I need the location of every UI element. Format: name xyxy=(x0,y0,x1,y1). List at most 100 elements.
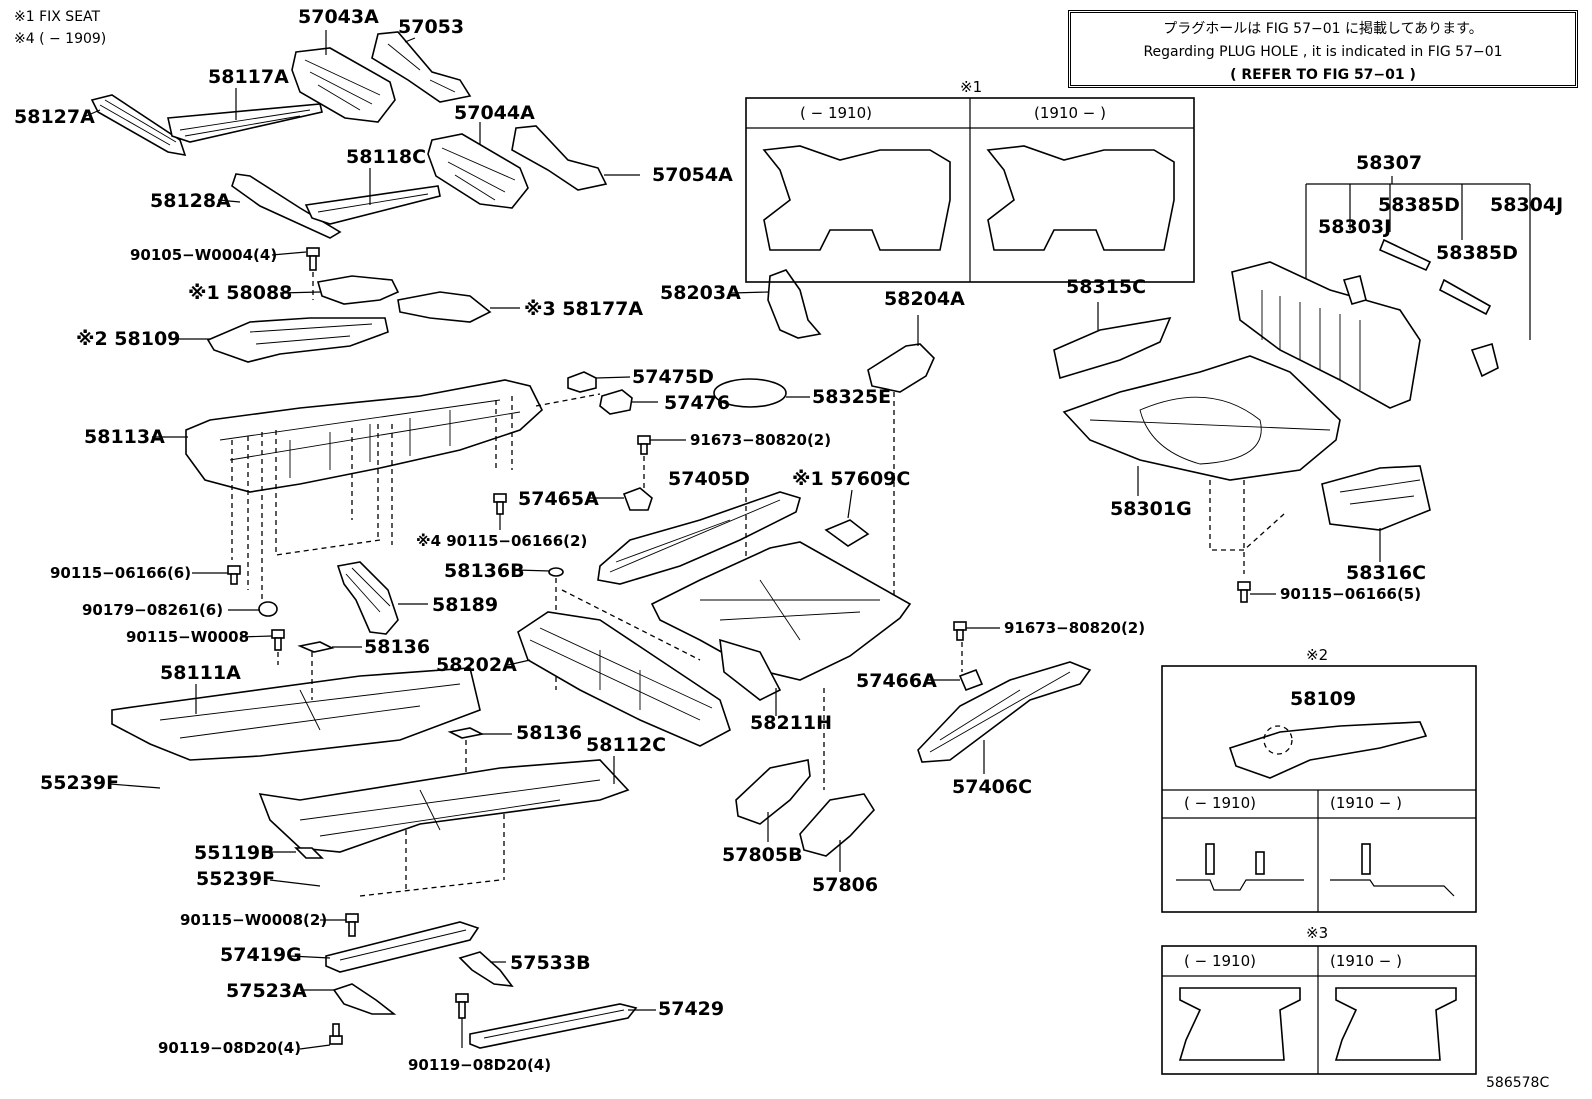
part-label[interactable]: 57806 xyxy=(812,874,879,896)
part-label[interactable]: 57429 xyxy=(658,998,725,1020)
part-58088-drawing xyxy=(316,275,400,305)
part-label[interactable]: 58112C xyxy=(586,734,667,756)
inset3-marker: ※3 xyxy=(1306,924,1329,942)
part-label[interactable]: 55119B xyxy=(194,842,275,864)
part-57405D-drawing xyxy=(597,491,801,585)
part-58385D-b-drawing xyxy=(1438,278,1492,316)
part-label[interactable]: 57523A xyxy=(226,980,307,1002)
bolt-90105-drawing xyxy=(306,247,320,271)
part-58109-drawing xyxy=(206,317,389,363)
part-label[interactable]: 58136 xyxy=(364,636,431,658)
part-58112C-drawing xyxy=(258,759,630,853)
part-label[interactable]: 58136B xyxy=(444,560,525,582)
inset2-left-range: ( − 1910) xyxy=(1184,794,1256,812)
part-label[interactable]: 57053 xyxy=(398,16,465,38)
part-57054A-drawing xyxy=(511,125,608,191)
part-label[interactable]: 57054A xyxy=(652,164,733,186)
part-label[interactable]: 90119−08D20(4) xyxy=(158,1039,302,1057)
part-label[interactable]: 58127A xyxy=(14,106,95,128)
part-label[interactable]: 57476 xyxy=(664,392,731,414)
part-58316C-drawing xyxy=(1321,465,1431,531)
part-label[interactable]: 58136 xyxy=(516,722,583,744)
part-label[interactable]: 58111A xyxy=(160,662,241,684)
part-label[interactable]: ※4 90115−06166(2) xyxy=(416,532,588,550)
part-label[interactable]: 90115−W0008 xyxy=(126,628,250,646)
part-label[interactable]: 90179−08261(6) xyxy=(82,601,224,619)
part-label[interactable]: 58211H xyxy=(750,712,833,734)
part-label[interactable]: 55239F xyxy=(40,772,120,794)
part-57465A-drawing xyxy=(622,487,653,511)
part-label[interactable]: 57465A xyxy=(518,488,599,510)
part-label[interactable]: 57419G xyxy=(220,944,302,966)
part-58189-drawing xyxy=(336,561,399,635)
part-57523A-drawing xyxy=(332,983,397,1015)
part-58177A-drawing xyxy=(397,291,492,323)
part-label[interactable]: 90115−W0008(2) xyxy=(180,911,328,929)
part-57806-drawing xyxy=(799,793,876,857)
part-label[interactable]: 58202A xyxy=(436,654,517,676)
part-55119B-drawing xyxy=(294,847,324,859)
inset2-marker: ※2 xyxy=(1306,646,1329,664)
part-label[interactable]: 90115−06166(5) xyxy=(1280,585,1422,603)
part-label[interactable]: 58117A xyxy=(208,66,289,88)
part-58385D-a-drawing xyxy=(1378,238,1432,272)
part-label[interactable]: 57044A xyxy=(454,102,535,124)
part-57609C-drawing xyxy=(824,519,870,547)
part-label[interactable]: ※2 58109 xyxy=(76,328,181,350)
part-58111A-drawing xyxy=(111,667,481,761)
part-label[interactable]: 90105−W0004(4) xyxy=(130,246,278,264)
part-label[interactable]: 57043A xyxy=(298,6,379,28)
bolt-91673a-drawing xyxy=(637,435,651,455)
part-57043A-drawing xyxy=(291,47,396,123)
part-label[interactable]: 91673−80820(2) xyxy=(690,431,832,449)
part-label[interactable]: 55239F xyxy=(196,868,276,890)
part-label[interactable]: 57533B xyxy=(510,952,591,974)
inset-1-frame xyxy=(745,97,1195,283)
part-58204A-drawing xyxy=(867,343,935,393)
inset2-part[interactable]: 58109 xyxy=(1290,688,1357,710)
part-label[interactable]: 91673−80820(2) xyxy=(1004,619,1146,637)
clip-90179-drawing xyxy=(258,601,278,617)
part-label[interactable]: 58303J xyxy=(1318,216,1392,238)
part-58211H-drawing xyxy=(650,541,912,701)
part-label[interactable]: 57405D xyxy=(668,468,750,490)
part-label[interactable]: 58128A xyxy=(150,190,231,212)
part-label[interactable]: ※1 58088 xyxy=(188,282,293,304)
part-label[interactable]: 58304J xyxy=(1490,194,1564,216)
part-label[interactable]: 58385D xyxy=(1378,194,1460,216)
part-label[interactable]: 57805B xyxy=(722,844,803,866)
screw-90115-w-drawing xyxy=(271,629,285,651)
bolt-90119b-drawing xyxy=(455,993,469,1019)
part-label[interactable]: 58385D xyxy=(1436,242,1518,264)
part-label[interactable]: 58316C xyxy=(1346,562,1427,584)
part-label[interactable]: 90119−08D20(4) xyxy=(408,1056,552,1074)
part-label[interactable]: ※1 57609C xyxy=(792,468,911,490)
part-58203A-drawing xyxy=(767,269,822,339)
part-label[interactable]: 58203A xyxy=(660,282,741,304)
part-57805B-drawing xyxy=(735,759,811,825)
part-58113A-drawing xyxy=(185,379,543,493)
part-58303J-drawing xyxy=(1342,275,1367,305)
part-label[interactable]: 58113A xyxy=(84,426,165,448)
part-label[interactable]: 57475D xyxy=(632,366,714,388)
part-label[interactable]: 57466A xyxy=(856,670,937,692)
part-label[interactable]: 90115−06166(6) xyxy=(50,564,192,582)
note-range-1909: ※4 ( − 1909) xyxy=(14,31,107,47)
notice-line-jp: プラグホールは FIG 57−01 に掲載してあります。 xyxy=(1163,21,1483,37)
part-label[interactable]: 57406C xyxy=(952,776,1033,798)
part-58202A-drawing xyxy=(517,611,731,747)
part-label[interactable]: 58189 xyxy=(432,594,499,616)
part-label[interactable]: 58204A xyxy=(884,288,965,310)
part-label[interactable]: 58325E xyxy=(812,386,892,408)
part-label[interactable]: 58118C xyxy=(346,146,427,168)
part-label[interactable]: 58307 xyxy=(1356,152,1423,174)
part-label[interactable]: 58315C xyxy=(1066,276,1147,298)
part-label[interactable]: ※3 58177A xyxy=(524,298,644,320)
part-58118C-drawing xyxy=(304,185,441,225)
part-label[interactable]: 58301G xyxy=(1110,498,1192,520)
part-57429-drawing xyxy=(469,1003,638,1049)
part-57419G-drawing xyxy=(325,921,480,973)
part-58304J-drawing xyxy=(1470,342,1499,378)
